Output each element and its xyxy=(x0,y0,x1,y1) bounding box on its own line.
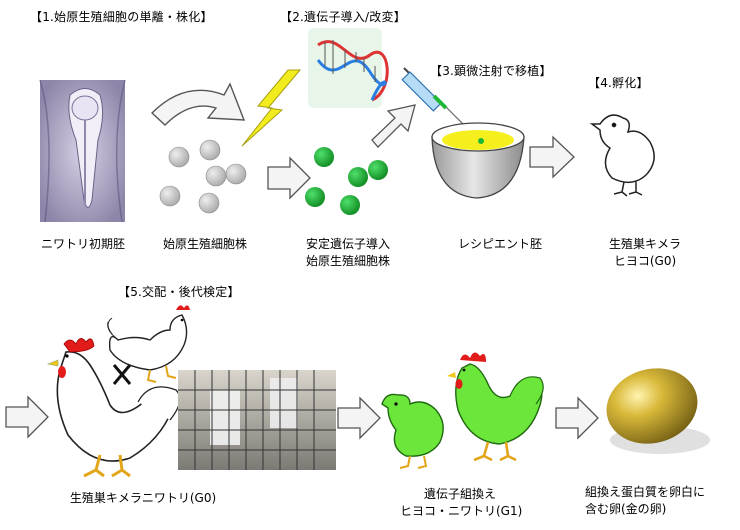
caption-recipient-embryo: レシピエント胚 xyxy=(457,237,542,251)
cross-icon xyxy=(112,364,132,385)
caption-stable-pgc: 安定遺伝子導入 始原生殖細胞株 xyxy=(288,236,408,270)
arrow-right-5 xyxy=(555,396,599,440)
arrow-right-4 xyxy=(337,396,381,440)
step-title-1: 【1.始原生殖細胞の単離・株化】 xyxy=(30,10,213,24)
chimera-rooster-icon xyxy=(46,338,181,478)
caption-chimera-chick: 生殖巣キメラ ヒヨコ(G0) xyxy=(590,236,700,270)
caption-stable-pgc-line2: 始原生殖細胞株 xyxy=(305,254,390,268)
arrow-diagonal xyxy=(371,104,416,148)
lightning-icon xyxy=(241,69,302,147)
arrow-right-1 xyxy=(267,156,311,200)
caption-transgenic-line2: ヒヨコ・ニワトリ(G1) xyxy=(400,504,523,518)
transgenic-chick-icon xyxy=(381,393,444,469)
step-title-2: 【2.遺伝子導入/改変】 xyxy=(280,10,406,24)
hen-icon xyxy=(107,305,190,383)
caption-transgenic-line1: 遺伝子組換え xyxy=(423,487,496,501)
caption-chimera-chicken: 生殖巣キメラニワトリ(G0) xyxy=(69,491,217,505)
step-title-3: 【3.顕微注射で移植】 xyxy=(430,64,552,78)
caption-chimera-chick-line1: 生殖巣キメラ xyxy=(608,237,681,251)
caption-golden-egg: 組換え蛋白質を卵白に 含む卵(金の卵) xyxy=(585,484,735,518)
caption-golden-egg-line2: 含む卵(金の卵) xyxy=(585,502,667,516)
caption-stable-pgc-line1: 安定遺伝子導入 xyxy=(305,237,390,251)
chick-embryo-photo xyxy=(39,79,126,223)
caption-chick-embryo: ニワトリ初期胚 xyxy=(40,237,125,251)
caption-chimera-chick-line2: ヒヨコ(G0) xyxy=(613,254,677,268)
dna-helix-icon xyxy=(308,28,389,108)
arrow-right-2 xyxy=(529,135,575,179)
recipient-egg-bowl xyxy=(431,122,525,199)
arrow-right-3 xyxy=(5,395,49,439)
caption-transgenic: 遺伝子組換え ヒヨコ・ニワトリ(G1) xyxy=(400,486,523,520)
pgc-cells-green xyxy=(305,147,388,215)
cage-photo xyxy=(178,370,336,470)
golden-egg-icon xyxy=(606,368,710,454)
step-title-5: 【5.交配・後代検定】 xyxy=(118,285,240,299)
chimera-chick-icon xyxy=(589,114,655,197)
curved-arrow-1 xyxy=(150,82,246,126)
step-title-4: 【4.孵化】 xyxy=(588,76,649,90)
caption-pgc-line: 始原生殖細胞株 xyxy=(162,237,247,251)
transgenic-rooster-icon xyxy=(447,352,544,462)
pgc-cells-gray xyxy=(159,139,247,214)
caption-golden-egg-line1: 組換え蛋白質を卵白に xyxy=(585,485,706,499)
